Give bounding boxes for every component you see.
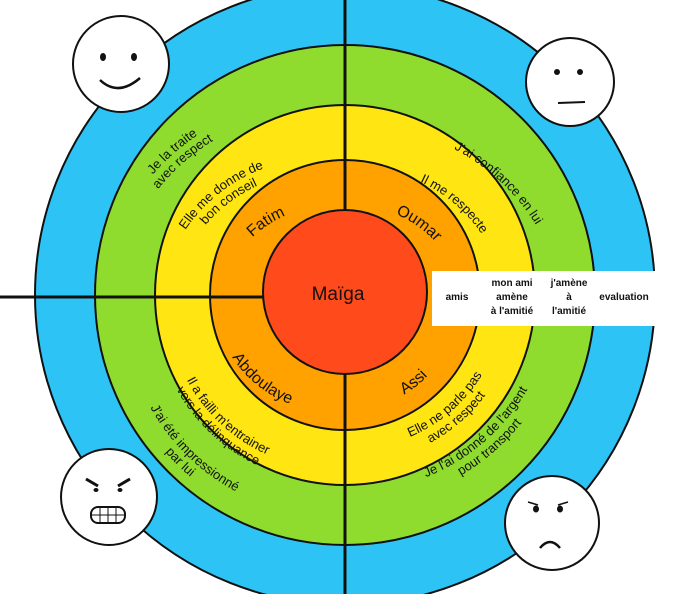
legend-mon-ami-line2: amène [496, 292, 528, 303]
neutral-face-icon [525, 37, 615, 127]
legend-jamene-line2: à [566, 292, 572, 303]
happy-face-icon [72, 15, 170, 113]
sad-face-icon [504, 475, 600, 571]
legend-mon-ami-line1: mon ami [491, 278, 532, 289]
legend-jamene-line3: l'amitié [552, 306, 586, 317]
legend-jamene-line1: j'amène [550, 278, 588, 289]
angry-face-icon [60, 448, 158, 546]
legend-band [432, 271, 684, 326]
center-circle [262, 209, 428, 375]
legend-mon-ami-line3: à l'amitié [491, 306, 534, 317]
legend-evaluation: evaluation [599, 292, 648, 303]
legend-amis: amis [446, 292, 469, 303]
center-name: Maïga [312, 284, 365, 305]
